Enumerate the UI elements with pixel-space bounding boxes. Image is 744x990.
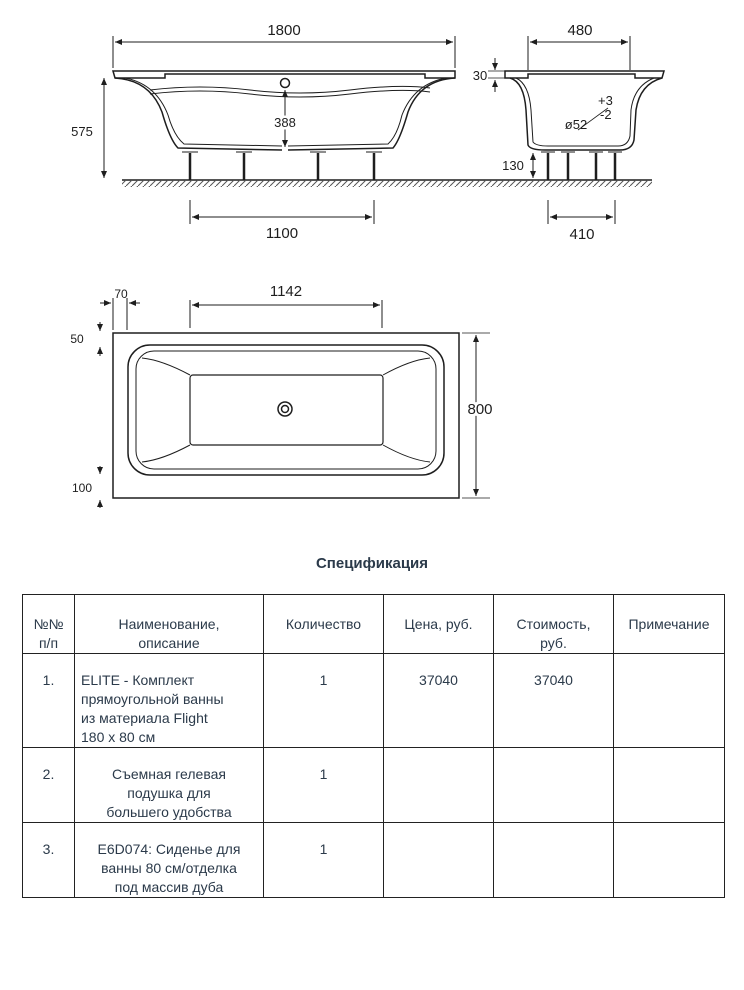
row-number: 1. xyxy=(22,653,75,748)
col-note: Примечание xyxy=(613,594,725,654)
col-cost: Стоимость,руб. xyxy=(493,594,614,654)
row-price xyxy=(383,822,494,898)
dim-inner-length-label: 1142 xyxy=(270,283,302,300)
side-legs xyxy=(188,153,376,180)
row-quantity: 1 xyxy=(263,747,384,823)
drain-icon xyxy=(277,401,293,417)
row-price xyxy=(383,747,494,823)
side-view xyxy=(101,36,652,224)
dim-tolerance-plus-label: +3 xyxy=(598,93,613,108)
row-number: 2. xyxy=(22,747,75,823)
row-cost xyxy=(493,822,614,898)
dim-drain-label: ø52 xyxy=(565,117,587,132)
row-cost: 37040 xyxy=(493,653,614,748)
row-quantity: 1 xyxy=(263,653,384,748)
dim-end-legs-span-label: 410 xyxy=(569,226,594,243)
row-note xyxy=(613,653,725,748)
dim-leg-height-label: 130 xyxy=(502,158,524,173)
dim-offset-label: 70 xyxy=(114,287,128,301)
col-price: Цена, руб. xyxy=(383,594,494,654)
dim-rim-label: 30 xyxy=(473,68,487,83)
dim-overall-width-label: 800 xyxy=(467,401,492,418)
technical-drawing: 1800 575 388 1100 xyxy=(70,22,665,508)
dim-margin-top-label: 50 xyxy=(70,332,84,346)
spec-title: Спецификация xyxy=(315,555,429,572)
dim-tolerance-minus-label: -2 xyxy=(600,107,612,122)
dim-height-label: 575 xyxy=(71,124,93,139)
dim-legs-span-label: 1100 xyxy=(266,225,298,242)
col-quantity: Количество xyxy=(263,594,384,654)
row-price: 37040 xyxy=(383,653,494,748)
dim-length-label: 1800 xyxy=(267,22,300,39)
row-number: 3. xyxy=(22,822,75,898)
top-view xyxy=(97,298,490,508)
dim-margin-bottom-label: 100 xyxy=(72,481,92,495)
dim-width-label: 480 xyxy=(567,22,592,39)
row-cost xyxy=(493,747,614,823)
end-legs xyxy=(546,153,617,180)
row-quantity: 1 xyxy=(263,822,384,898)
row-note xyxy=(613,747,725,823)
end-view xyxy=(488,36,665,224)
row-note xyxy=(613,822,725,898)
col-name: Наименование,описание xyxy=(74,594,264,654)
dim-inner-depth-label: 388 xyxy=(274,115,296,130)
